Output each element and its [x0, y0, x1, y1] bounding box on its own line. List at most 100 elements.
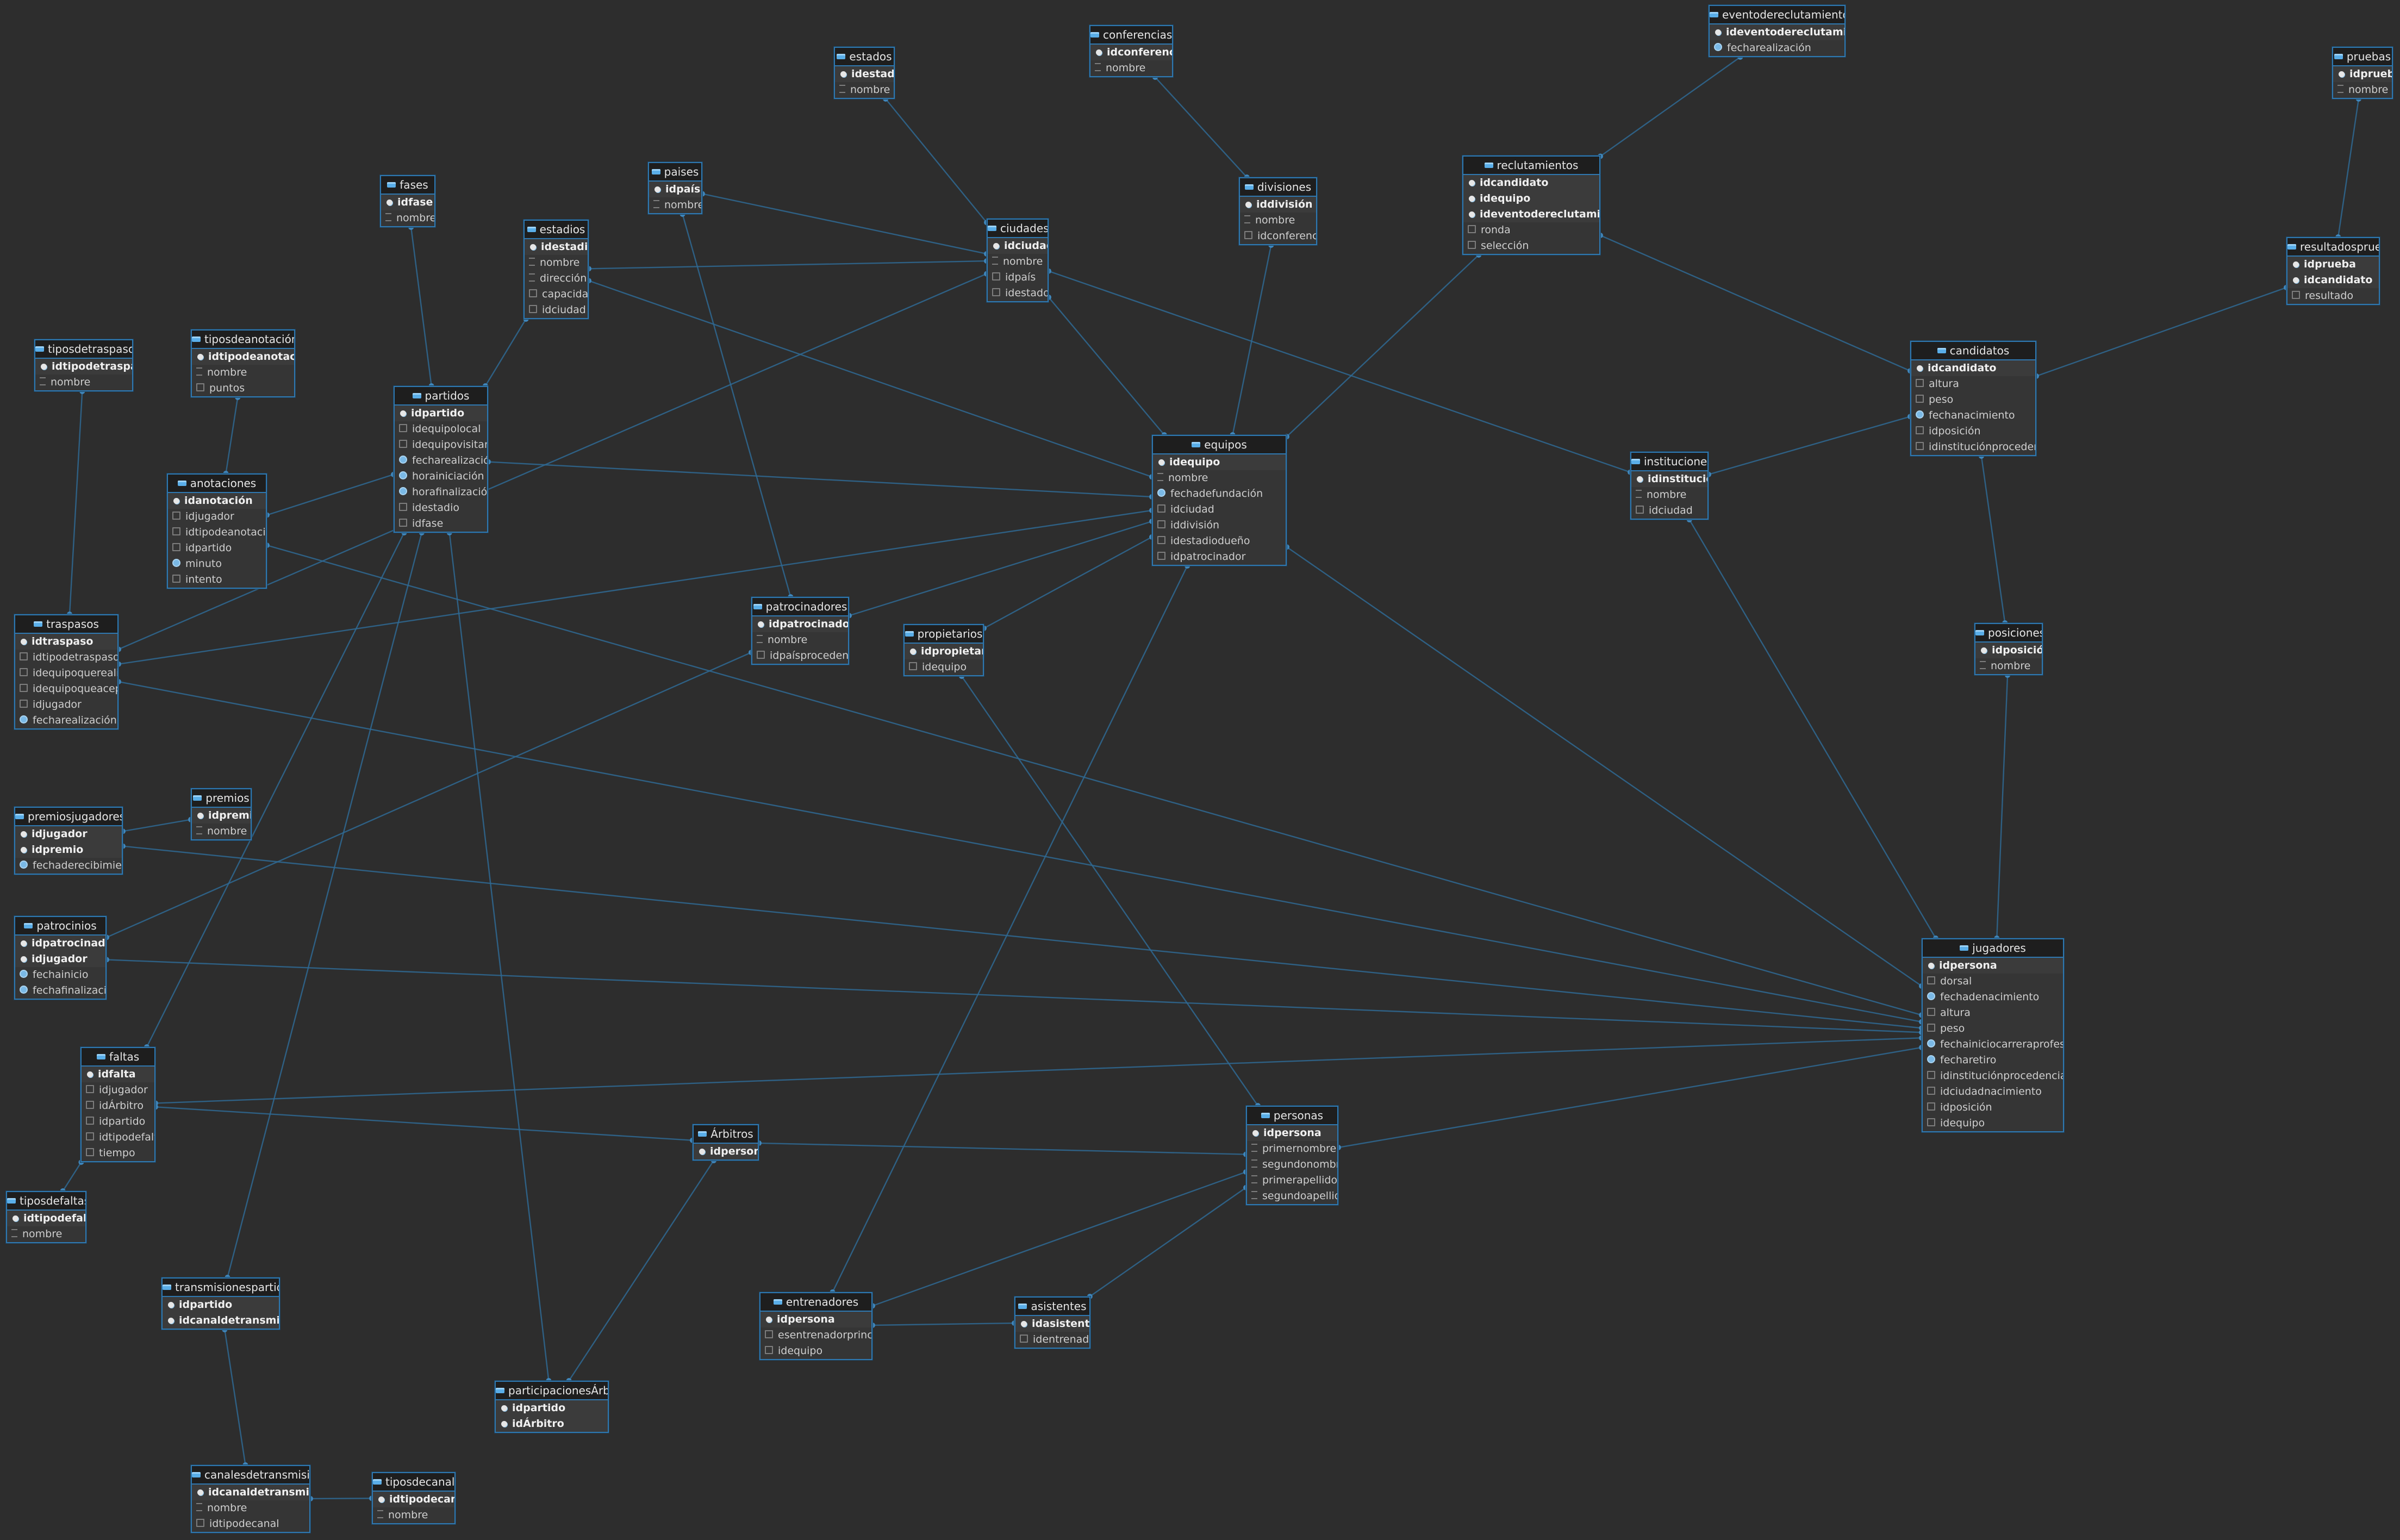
column[interactable]: fechadenacimiento	[1923, 989, 2063, 1005]
column[interactable]: idestadiodueño	[1153, 533, 1286, 549]
column[interactable]: altura	[1923, 1005, 2063, 1021]
primary-key-column[interactable]: idestado	[835, 66, 894, 82]
relation-line[interactable]	[2337, 98, 2360, 238]
primary-key-column[interactable]: idpersona	[1923, 958, 2063, 974]
column[interactable]: idciudad	[1631, 503, 1707, 519]
primary-key-column[interactable]: idprueba	[2287, 257, 2379, 272]
table-header[interactable]: anotaciones	[168, 475, 266, 493]
table-header[interactable]: tiposdetraspasos	[35, 340, 132, 359]
relation-line[interactable]	[1286, 254, 1480, 438]
column[interactable]: idconferencia	[1240, 228, 1316, 244]
table-estadios[interactable]: estadiosidestadionombredireccióncapacida…	[523, 220, 589, 319]
relation-line[interactable]	[1996, 675, 2009, 939]
column[interactable]: identrenador	[1015, 1332, 1089, 1348]
table-resultadospruebas[interactable]: resultadospruebasidpruebaidcandidatoresu…	[2286, 237, 2380, 305]
table-arbitros[interactable]: Árbitrosidpersona	[693, 1124, 759, 1161]
primary-key-column[interactable]: idciudad	[988, 238, 1048, 254]
column[interactable]: nombre	[649, 197, 701, 213]
column[interactable]: idpatrocinador	[1153, 549, 1286, 565]
table-entrenadores[interactable]: entrenadoresidpersonaesentrenadorprincip…	[759, 1292, 872, 1360]
table-header[interactable]: propietarios	[905, 625, 983, 644]
table-instituciones[interactable]: institucionesidinstituciónnombreidciudad	[1630, 452, 1709, 520]
relation-line[interactable]	[266, 473, 394, 516]
column[interactable]: fecharealización	[395, 453, 487, 469]
relation-line[interactable]	[448, 532, 550, 1381]
table-header[interactable]: Árbitros	[694, 1125, 758, 1144]
relation-line[interactable]	[122, 819, 191, 832]
relation-line[interactable]	[1286, 546, 1922, 987]
column[interactable]: nombre	[1090, 60, 1172, 76]
relation-line[interactable]	[266, 544, 1922, 1016]
column[interactable]: primernombre	[1247, 1141, 1337, 1157]
primary-key-column[interactable]: idpartido	[496, 1400, 608, 1416]
column[interactable]: idequipo	[1923, 1115, 2063, 1131]
primary-key-column[interactable]: idequipo	[1463, 191, 1599, 207]
table-header[interactable]: transmisionespartidos	[163, 1279, 279, 1297]
table-header[interactable]: asistentes	[1015, 1298, 1089, 1316]
column[interactable]: nombre	[1631, 487, 1707, 503]
primary-key-column[interactable]: idtipodeanotación	[192, 349, 294, 365]
relation-line[interactable]	[224, 1329, 246, 1466]
primary-key-column[interactable]: idcandidato	[2287, 272, 2379, 288]
relation-line[interactable]	[1600, 234, 1911, 372]
column[interactable]: tiempo	[82, 1145, 154, 1161]
table-header[interactable]: premios	[192, 789, 251, 808]
primary-key-column[interactable]: idequipo	[1153, 454, 1286, 470]
table-tiposdefaltas[interactable]: tiposdefaltasidtipodefaltanombre	[6, 1191, 86, 1243]
column[interactable]: idpartido	[168, 540, 266, 556]
column[interactable]: nombre	[525, 255, 588, 271]
column[interactable]: idjugador	[82, 1082, 154, 1098]
primary-key-column[interactable]: ideventodereclutamiento	[1710, 24, 1844, 40]
column[interactable]: nombre	[988, 254, 1048, 270]
column[interactable]: capacidad	[525, 286, 588, 302]
column[interactable]: fechafinalización	[15, 983, 105, 999]
column[interactable]: idequipolocal	[395, 421, 487, 437]
primary-key-column[interactable]: idfase	[381, 195, 434, 210]
table-header[interactable]: entrenadores	[760, 1293, 871, 1312]
table-header[interactable]: divisiones	[1240, 178, 1316, 197]
relation-line[interactable]	[961, 676, 1258, 1106]
column[interactable]: idjugador	[15, 697, 117, 713]
table-header[interactable]: jugadores	[1923, 939, 2063, 958]
relation-line[interactable]	[1232, 245, 1272, 435]
table-header[interactable]: traspasos	[15, 615, 117, 634]
table-header[interactable]: conferencias	[1090, 26, 1172, 45]
column[interactable]: idciudad	[525, 302, 588, 318]
table-premios[interactable]: premiosidpremionombre	[191, 788, 252, 840]
relation-line[interactable]	[2036, 286, 2287, 377]
column[interactable]: ronda	[1463, 222, 1599, 238]
relation-line[interactable]	[118, 681, 1922, 1022]
table-header[interactable]: estados	[835, 48, 894, 66]
column[interactable]: nombre	[192, 1500, 309, 1516]
relation-line[interactable]	[1708, 416, 1911, 475]
column[interactable]: fecharetiro	[1923, 1052, 2063, 1068]
relation-line[interactable]	[484, 319, 527, 386]
table-header[interactable]: canalesdetransmisión	[192, 1466, 309, 1485]
relation-line[interactable]	[146, 532, 405, 1048]
column[interactable]: altura	[1911, 376, 2035, 392]
table-participacionesarbitros[interactable]: participacionesÁrbitrosidpartidoidÁrbitr…	[495, 1381, 609, 1433]
primary-key-column[interactable]: idjugador	[15, 826, 122, 842]
primary-key-column[interactable]: idasistente	[1015, 1316, 1089, 1332]
relation-line[interactable]	[62, 1162, 82, 1192]
column[interactable]: idequipoquerealiza	[15, 665, 117, 681]
column[interactable]: intento	[168, 572, 266, 588]
relation-line[interactable]	[225, 397, 239, 474]
relation-line[interactable]	[1980, 456, 2006, 624]
column[interactable]: idciudad	[1153, 502, 1286, 518]
relation-line[interactable]	[1688, 519, 1936, 939]
table-header[interactable]: equipos	[1153, 436, 1286, 454]
column[interactable]: fechainiciocarreraprofesional	[1923, 1037, 2063, 1052]
table-header[interactable]: estadios	[525, 221, 588, 239]
table-header[interactable]: resultadospruebas	[2287, 238, 2379, 257]
table-header[interactable]: patrocinadores	[752, 598, 848, 616]
table-tiposdeanotacion[interactable]: tiposdeanotaciónidtipodeanotaciónnombrep…	[191, 329, 295, 397]
relation-line[interactable]	[118, 509, 1152, 665]
